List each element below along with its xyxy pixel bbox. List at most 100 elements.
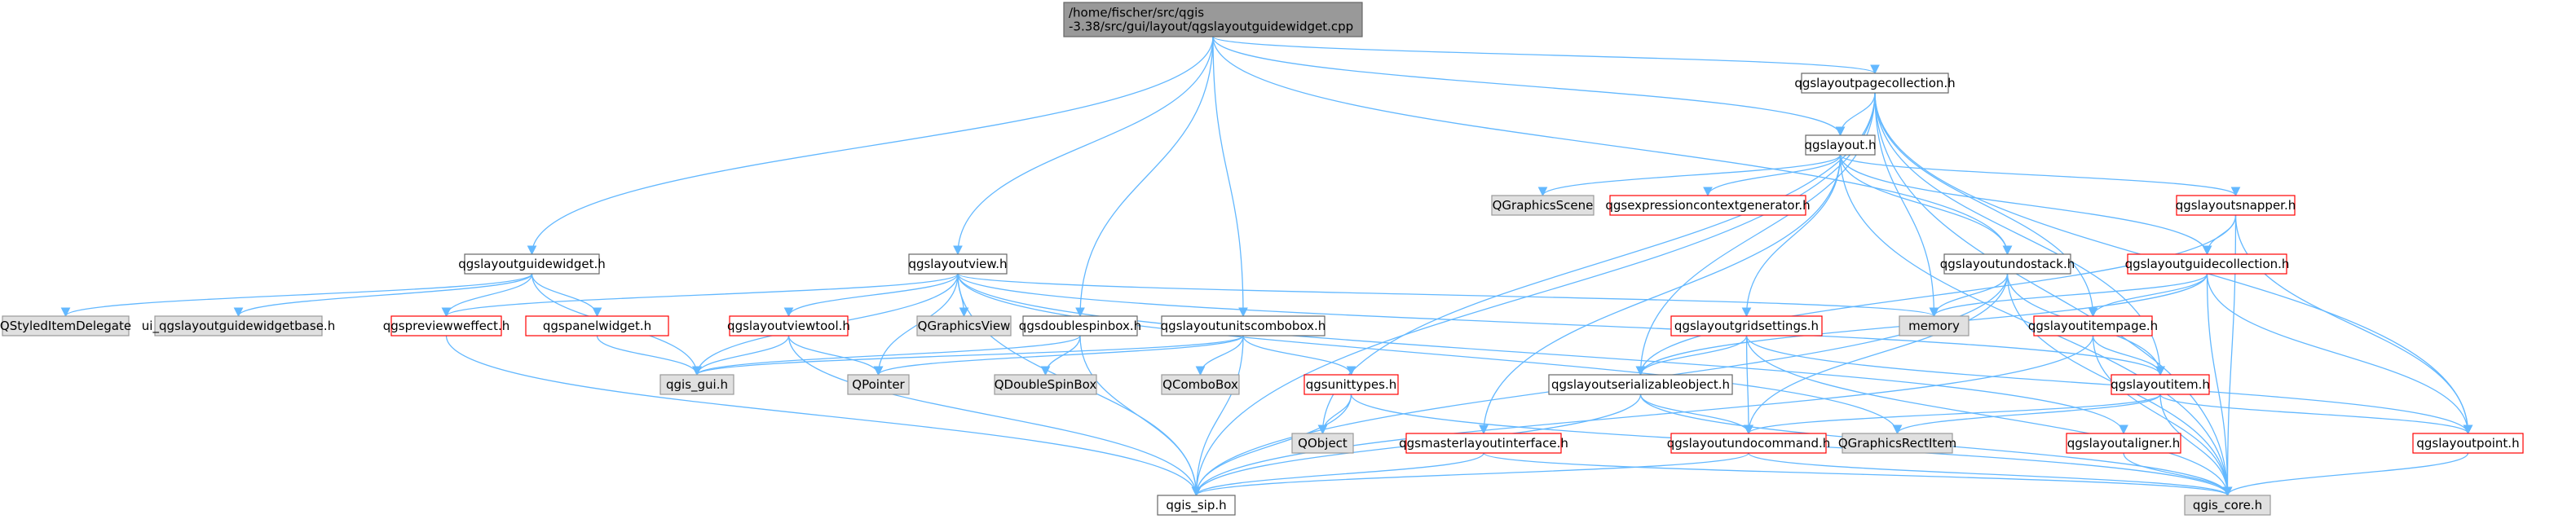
node-sip[interactable]: qgis_sip.h [1157,495,1236,516]
node-label: qgspanelwidget.h [543,319,651,333]
node-box [1022,315,1138,336]
edge-item-to-grect [1892,394,2161,435]
edge-guidecoll-to-point [2206,273,2473,435]
node-label: QComboBox [1162,377,1238,392]
node-label: QGraphicsScene [1493,198,1594,213]
node-snapper[interactable]: qgslayoutsnapper.h [2176,195,2296,216]
edge-gridset-to-core [1745,335,2233,497]
node-label: qgsunittypes.h [1306,377,1397,392]
node-box [1670,315,1823,336]
edge-root-to-unitscombo [1212,36,1248,318]
node-box [2127,253,2287,275]
node-box [1548,374,1733,395]
edge-view-to-grect [957,273,1903,435]
node-qpointer: QPointer [847,374,910,395]
node-label: QGraphicsRectItem [1838,436,1956,451]
node-label: qgspreviewweffect.h [383,319,509,333]
edge-gridset-to-undocmd [1744,335,1753,435]
edge-view-to-item [957,273,2165,376]
node-box [525,315,669,336]
edge-dspin-to-sip [1079,335,1202,497]
node-box [659,374,734,395]
node-label: qgslayoutview.h [908,257,1007,271]
node-undostack[interactable]: qgslayoutundostack.h [1940,253,2075,275]
node-label: qgis_gui.h [666,377,728,393]
node-box [994,374,1097,395]
node-qdspin: QDoubleSpinBox [994,374,1097,395]
node-layer: /home/fischer/src/qgis-3.38/src/gui/layo… [0,2,2524,516]
edge-root-to-pagecoll [1212,36,1880,75]
node-root[interactable]: /home/fischer/src/qgis-3.38/src/gui/layo… [1063,2,1363,37]
edge-guidecoll-to-memory [1929,273,2208,318]
edge-root-to-undostack [1212,36,2013,256]
node-master[interactable]: qgsmasterlayoutinterface.h [1399,433,1568,454]
node-label: qgslayoutserializableobject.h [1551,377,1730,392]
node-box [1161,374,1240,395]
node-label: ui_qgslayoutguidewidgetbase.h [142,319,335,334]
edge-layout-to-master [1479,154,1842,435]
node-itempage[interactable]: qgslayoutitempage.h [2028,315,2158,336]
edge-item-to-undocmd [1744,394,2161,435]
node-label: qgslayoutpagecollection.h [1794,76,1955,90]
node-exprgen[interactable]: qgsexpressioncontextgenerator.h [1605,195,1811,216]
edge-undocmd-to-core [1748,452,2233,497]
edge-root-to-view [953,36,1214,256]
edge-undocmd-to-sip [1191,452,1749,497]
node-serial[interactable]: qgslayoutserializableobject.h [1548,374,1733,395]
node-point[interactable]: qgslayoutpoint.h [2412,433,2524,454]
edge-snapper-to-serial [1635,214,2237,376]
node-styled: QStyledItemDelegate [0,315,131,336]
node-qcombo: QComboBox [1161,374,1240,395]
edge-layer [60,36,2473,497]
node-label: /home/fischer/src/qgis [1069,6,1204,20]
node-grect: QGraphicsRectItem [1838,433,1956,454]
node-label: qgsdoublespinbox.h [1019,319,1141,333]
node-box [1609,195,1806,216]
node-box [1899,315,1969,336]
node-layout[interactable]: qgslayout.h [1805,134,1877,156]
node-guidecoll[interactable]: qgslayoutguidecollection.h [2125,253,2290,275]
edge-unitscombo-to-qpointer [873,335,1244,376]
node-box [729,315,849,336]
node-viewtool[interactable]: qgslayoutviewtool.h [727,315,850,336]
edge-view-to-viewtool [783,273,959,318]
node-box [390,315,502,336]
node-label: qgslayoutitem.h [2111,377,2210,392]
edge-layout-to-guidecoll [1839,154,2212,256]
node-dspin[interactable]: qgsdoublespinbox.h [1019,315,1141,336]
node-box [1063,2,1363,37]
node-preview[interactable]: qgspreviewweffect.h [383,315,509,336]
edge-master-to-core [1483,452,2232,497]
node-pagecoll[interactable]: qgslayoutpagecollection.h [1794,73,1956,94]
node-unittypes[interactable]: qgsunittypes.h [1303,374,1399,395]
edge-viewtool-to-sip [787,335,1202,497]
node-label: qgslayoutgridsettings.h [1674,319,1819,333]
edge-pagecoll-to-sip [1191,92,1876,497]
node-box [1157,495,1236,516]
node-label: qgis_core.h [2193,498,2262,513]
node-aligner[interactable]: qgslayoutaligner.h [2066,433,2181,454]
edge-guidewidget-to-styled [60,273,533,318]
node-view[interactable]: qgslayoutview.h [908,253,1008,275]
node-box [2176,195,2296,216]
edge-layout-to-undostack [1839,154,2013,256]
node-label: memory [1908,319,1960,333]
node-core: qgis_core.h [2184,495,2271,516]
edge-view-to-preview [441,273,959,318]
node-undocmd[interactable]: qgslayoutundocommand.h [1667,433,1831,454]
node-guidewidget[interactable]: qgslayoutguidewidget.h [458,253,606,275]
node-item[interactable]: qgslayoutitem.h [2111,374,2210,395]
node-box [1805,134,1876,156]
node-label: qgsmasterlayoutinterface.h [1399,436,1568,451]
edge-pagecoll-to-memory [1874,92,1939,318]
edge-root-to-guidewidget [527,36,1214,256]
edge-item-to-core [2159,394,2233,497]
node-label: qgslayoutviewtool.h [727,319,850,333]
node-box [1670,433,1827,454]
node-label: QDoubleSpinBox [995,377,1097,392]
node-unitscombo[interactable]: qgslayoutunitscombobox.h [1161,315,1326,336]
node-panel[interactable]: qgspanelwidget.h [525,315,669,336]
edge-unittypes-to-qobject [1317,394,1352,435]
node-gridset[interactable]: qgslayoutgridsettings.h [1670,315,1823,336]
edge-dspin-to-qgsgui [692,335,1081,376]
